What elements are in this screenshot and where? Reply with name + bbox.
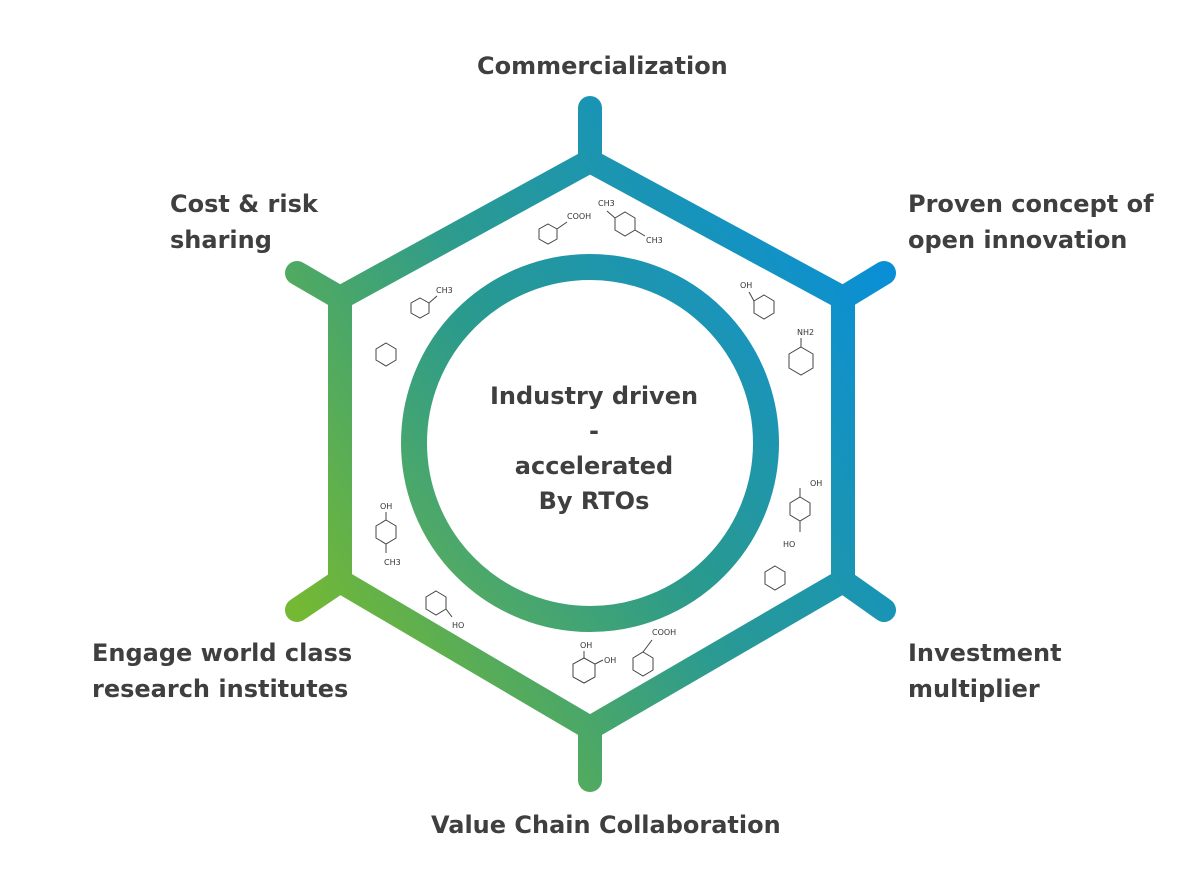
- xylene-molecule: CH3 CH3: [598, 199, 663, 245]
- center-line: accelerated: [514, 452, 674, 480]
- center-ring: [401, 254, 779, 632]
- label-line: research institutes: [92, 675, 349, 703]
- aniline-molecule: NH2: [788, 328, 814, 376]
- spoke-bottom-right: [831, 569, 896, 622]
- spoke-top-left: [285, 261, 352, 310]
- label-line: Commercialization: [477, 52, 728, 80]
- ch3-label: CH3: [598, 199, 615, 208]
- nh2-label: NH2: [797, 328, 814, 337]
- center-line: Industry driven: [489, 382, 699, 410]
- cooh-label: COOH: [567, 212, 591, 221]
- phenol-molecule-right: OH: [740, 281, 775, 320]
- label-engage-institutes: Engage world class research institutes: [92, 635, 352, 707]
- label-line: Proven concept of: [908, 190, 1154, 218]
- phenol-molecule-left: HO: [425, 590, 464, 630]
- ho-label: HO: [783, 540, 795, 549]
- center-text: Industry driven - accelerated By RTOs: [444, 379, 744, 519]
- ch3-label: CH3: [384, 558, 401, 567]
- label-line: sharing: [170, 226, 272, 254]
- toluene-molecule-left: CH3: [410, 286, 453, 319]
- label-line: multiplier: [908, 675, 1040, 703]
- terephthalic-acid-molecule: OH HO: [783, 479, 822, 549]
- oh-label: OH: [810, 479, 822, 488]
- center-line: By RTOs: [538, 487, 650, 515]
- label-commercialization: Commercialization: [477, 48, 728, 84]
- oh-label: OH: [580, 641, 592, 650]
- ch3-label: CH3: [646, 236, 663, 245]
- benzoic-acid-molecule-top: COOH: [538, 212, 591, 245]
- label-line: Value Chain Collaboration: [431, 811, 781, 839]
- label-line: Engage world class: [92, 639, 353, 667]
- label-cost-risk: Cost & risk sharing: [170, 186, 318, 258]
- ch3-label: CH3: [436, 286, 453, 295]
- cresol-molecule: OH CH3: [375, 502, 401, 567]
- benzene-molecule-right: [764, 565, 786, 591]
- benzene-molecule-left: [375, 342, 397, 367]
- oh-label: OH: [604, 656, 616, 665]
- benzoic-acid-molecule-bottom: COOH: [632, 628, 676, 677]
- center-line: -: [589, 417, 599, 445]
- label-proven-concept: Proven concept of open innovation: [908, 186, 1154, 258]
- catechol-molecule: OH OH: [572, 641, 616, 684]
- spoke-top-right: [831, 261, 896, 310]
- label-investment-multiplier: Investment multiplier: [908, 635, 1062, 707]
- ho-label: HO: [452, 621, 464, 630]
- label-line: Investment: [908, 639, 1062, 667]
- spoke-bottom-left: [285, 569, 352, 622]
- label-line: open innovation: [908, 226, 1128, 254]
- label-line: Cost & risk: [170, 190, 318, 218]
- oh-label: OH: [740, 281, 752, 290]
- oh-label: OH: [380, 502, 392, 511]
- label-value-chain: Value Chain Collaboration: [431, 807, 781, 843]
- cooh-label: COOH: [652, 628, 676, 637]
